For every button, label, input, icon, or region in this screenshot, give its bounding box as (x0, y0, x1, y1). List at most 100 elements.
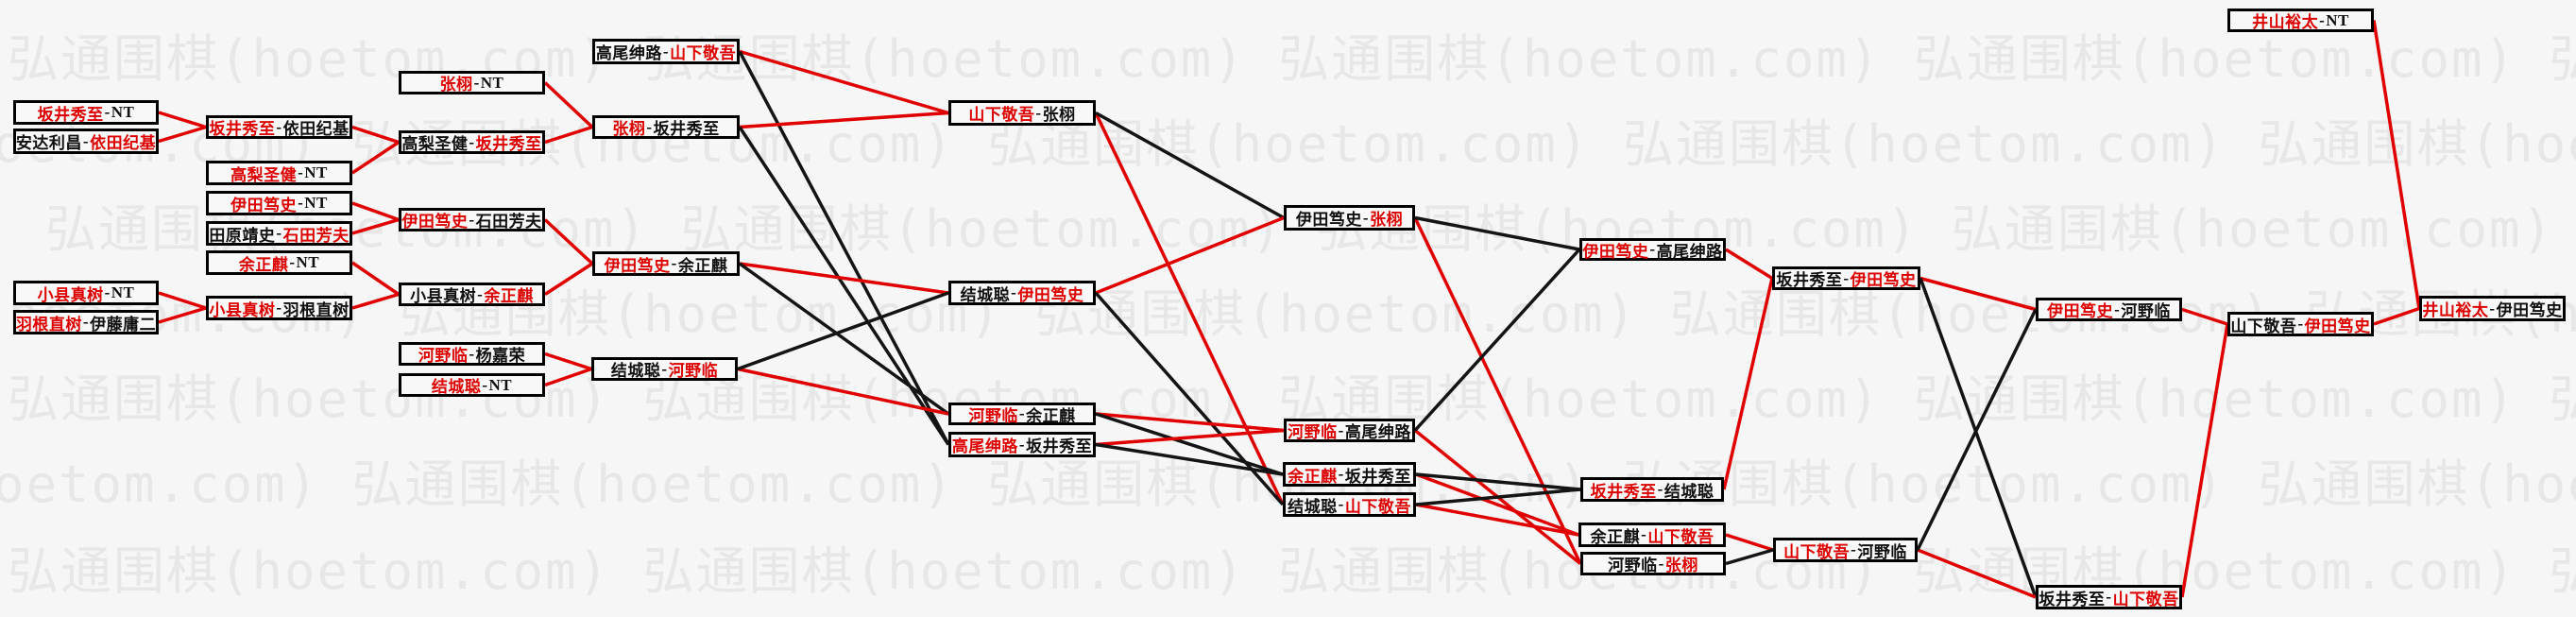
vs-dash: - (473, 73, 480, 92)
vs-dash: - (646, 117, 653, 136)
player-name: 高尾绅路 (1344, 423, 1411, 441)
match-box-G4: 河野临-张栩 (1580, 552, 1726, 575)
advance-line-F4-G2 (1415, 488, 1581, 506)
advance-line-C6-D4 (544, 367, 592, 387)
advance-line-E2-F1 (1095, 215, 1285, 295)
advance-line-D1-E4 (738, 50, 950, 446)
vs-dash: - (1338, 465, 1344, 483)
match-box-C2: 高梨圣健-坂井秀至 (399, 130, 545, 154)
winner-name: 余正麒 (238, 255, 289, 274)
player-name: 结城聪 (960, 285, 1011, 304)
winner-name: 余正麒 (1288, 467, 1338, 486)
vs-dash: - (276, 299, 282, 317)
match-box-G3: 余正麒-山下敬吾 (1578, 523, 1726, 547)
match-box-A2: 安达利昌-依田纪基 (13, 129, 159, 154)
winner-name: 山下敬吾 (1344, 497, 1411, 516)
advance-line-A1-B1 (158, 111, 207, 129)
vs-dash: - (1338, 420, 1344, 439)
advance-line-C2-D2 (544, 125, 593, 145)
player-name: 山下敬吾 (2230, 317, 2297, 335)
winner-name: 高梨圣健 (230, 165, 298, 184)
player-name: 余正麒 (1590, 527, 1641, 546)
advance-line-D2-E4 (738, 126, 950, 446)
player-name: 结城聪 (1288, 497, 1338, 516)
vs-dash: - (1035, 103, 1042, 122)
vs-dash: - (671, 254, 677, 272)
winner-name: 伊田笃史 (230, 196, 298, 214)
match-box-A3: 小县真树-NT (13, 281, 159, 305)
advance-line-D1-E1 (739, 49, 949, 115)
vs-dash: - (1657, 480, 1663, 498)
match-box-C1: 张栩-NT (399, 71, 545, 94)
player-name: 伊田笃史 (2496, 301, 2563, 319)
advance-line-G1-H1 (1725, 248, 1773, 280)
winner-name: 高尾绅路 (951, 437, 1018, 455)
match-box-D2: 张栩-坂井秀至 (592, 115, 740, 139)
player-name: 坂井秀至 (1344, 467, 1411, 486)
player-name: 田原靖史 (209, 226, 276, 245)
advance-line-J1-K1 (2372, 20, 2421, 309)
vs-dash: - (1843, 268, 1850, 287)
winner-name: 山下敬吾 (2112, 590, 2179, 608)
winner-name: 山下敬吾 (968, 106, 1035, 124)
winner-name: 河野临 (418, 347, 469, 365)
advance-line-H2-I1 (1916, 308, 2038, 551)
vs-dash: - (1018, 404, 1026, 422)
match-box-E4: 高尾绅路-坂井秀至 (948, 432, 1096, 457)
match-box-C3: 伊田笃史-石田芳夫 (399, 208, 545, 231)
match-box-B2: 高梨圣健-NT (206, 161, 352, 185)
winner-name: 山下敬吾 (1783, 542, 1851, 561)
advance-line-H1-I1 (1919, 276, 2037, 312)
winner-name: 河野临 (968, 406, 1018, 425)
match-box-E3: 河野临-余正麒 (948, 403, 1096, 425)
player-name: 安达利昌 (15, 134, 82, 152)
match-box-G1: 伊田笃史-高尾绅路 (1579, 238, 1726, 261)
player-name: NT (2326, 10, 2349, 29)
player-name: 伊田笃史 (1295, 211, 1362, 229)
winner-name: 石田芳夫 (282, 226, 350, 245)
vs-dash: - (298, 163, 304, 181)
player-name: 坂井秀至 (1026, 437, 1093, 455)
vs-dash: - (1851, 540, 1857, 558)
vs-dash: - (1658, 554, 1664, 573)
player-name: 坂井秀至 (653, 120, 720, 138)
winner-name: 井山裕太 (2422, 301, 2489, 319)
advance-line-B3-C3 (351, 201, 400, 222)
advance-line-B1-C2 (351, 125, 400, 145)
match-box-D3: 伊田笃史-余正麒 (592, 251, 740, 276)
match-box-D1: 高尾绅路-山下敬吾 (592, 39, 740, 64)
player-name: 小县真树 (410, 287, 477, 305)
vs-dash: - (1649, 240, 1656, 258)
advance-line-G3-H2 (1725, 533, 1774, 552)
match-box-C5: 河野临-杨嘉荣 (399, 342, 545, 366)
advance-line-B2-C2 (351, 141, 400, 175)
advance-line-E2-F4 (1094, 291, 1285, 506)
vs-dash: - (469, 344, 475, 363)
vs-dash: - (477, 284, 484, 303)
match-box-J2: 山下敬吾-伊田笃史 (2227, 312, 2374, 336)
advance-line-A2-B1 (158, 125, 207, 144)
winner-name: 坂井秀至 (37, 105, 104, 124)
vs-dash: - (2489, 299, 2496, 317)
winner-name: 伊田笃史 (604, 256, 671, 275)
advance-line-E1-F1 (1095, 111, 1285, 220)
match-box-C4: 小县真树-余正麒 (399, 283, 545, 306)
advance-line-H1-I2 (1919, 277, 2038, 598)
advance-line-D3-E3 (738, 262, 950, 416)
player-name: 伊藤庸二 (90, 315, 157, 334)
winner-name: 坂井秀至 (1590, 482, 1657, 501)
match-box-B1: 坂井秀至-依田纪基 (206, 115, 352, 139)
vs-dash: - (1338, 495, 1344, 513)
winner-name: 河野临 (1288, 423, 1338, 441)
winner-name: 伊田笃史 (401, 213, 469, 231)
winner-name: 坂井秀至 (209, 120, 276, 138)
vs-dash: - (104, 103, 111, 121)
player-name: 张栩 (1042, 106, 1076, 124)
advance-line-J2-K1 (2373, 306, 2420, 326)
match-box-F3: 余正麒-坂井秀至 (1283, 462, 1416, 487)
winner-name: 山下敬吾 (1647, 527, 1714, 546)
advance-line-F1-G1 (1414, 215, 1580, 251)
advance-line-E4-F2 (1095, 428, 1285, 447)
advance-line-D4-E3 (737, 367, 949, 416)
